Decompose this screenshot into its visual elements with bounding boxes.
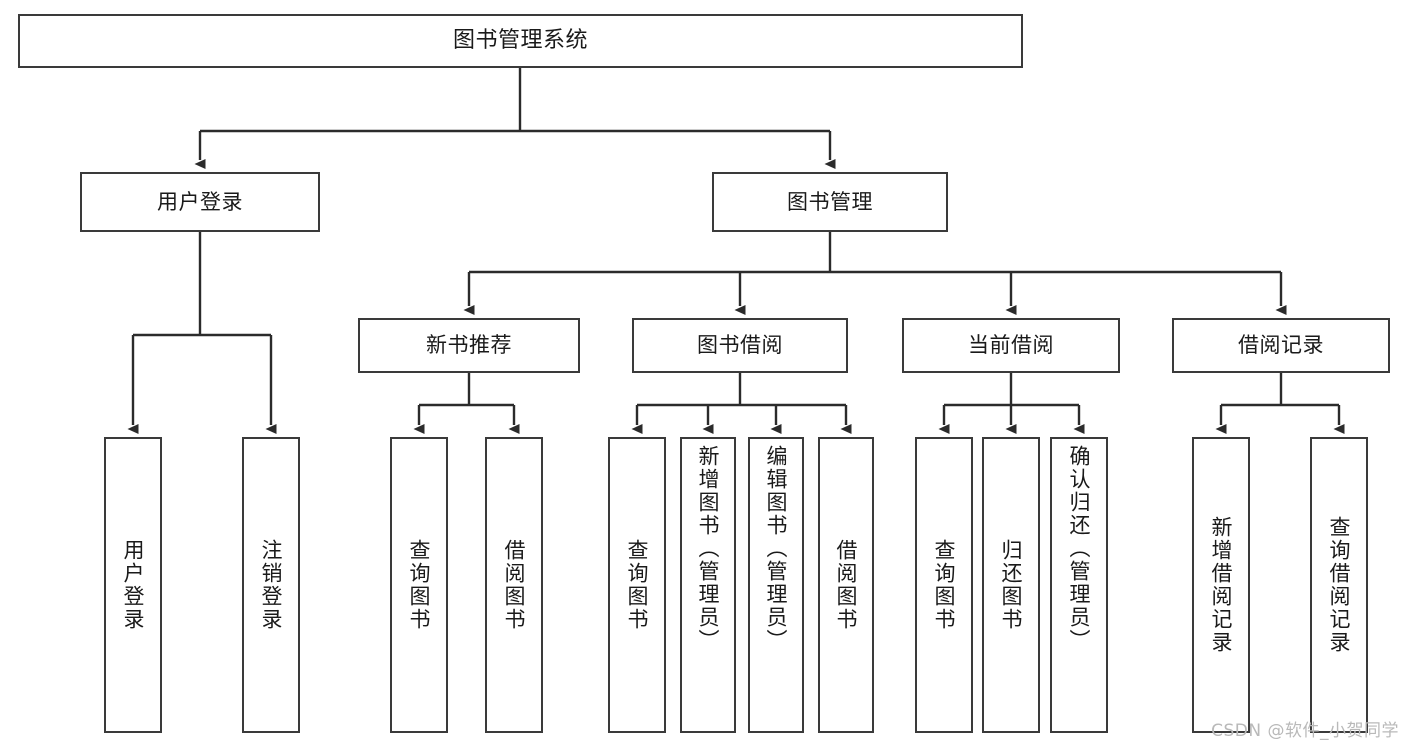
node-book-borrow[interactable]: 图书借阅 (632, 318, 848, 373)
node-current-borrow-label: 当前借阅 (968, 333, 1054, 358)
node-leaf-borrow-book[interactable]: 借阅图书 (818, 437, 874, 733)
node-new-book-rec-label: 新书推荐 (426, 333, 512, 358)
node-leaf-query-book-rec-label: 查询图书 (407, 539, 432, 631)
node-leaf-user-login-label: 用户登录 (121, 539, 146, 631)
node-leaf-query-borrow-record-label: 查询借阅记录 (1327, 516, 1352, 654)
node-leaf-return-book-label: 归还图书 (999, 539, 1024, 631)
node-borrow-record-label: 借阅记录 (1238, 333, 1324, 358)
node-leaf-edit-book[interactable]: 编辑图书（管理员） (748, 437, 804, 733)
node-leaf-add-borrow-record[interactable]: 新增借阅记录 (1192, 437, 1250, 733)
node-leaf-add-book-label: 新增图书（管理员） (696, 445, 721, 652)
node-leaf-user-logout[interactable]: 注销登录 (242, 437, 300, 733)
node-leaf-query-borrow-record[interactable]: 查询借阅记录 (1310, 437, 1368, 733)
node-leaf-borrow-book-rec[interactable]: 借阅图书 (485, 437, 543, 733)
node-leaf-confirm-return[interactable]: 确认归还（管理员） (1050, 437, 1108, 733)
node-leaf-edit-book-label: 编辑图书（管理员） (764, 445, 789, 652)
node-book-manage-label: 图书管理 (787, 189, 873, 214)
node-leaf-query-book-cur[interactable]: 查询图书 (915, 437, 973, 733)
node-current-borrow[interactable]: 当前借阅 (902, 318, 1120, 373)
node-leaf-query-book-rec[interactable]: 查询图书 (390, 437, 448, 733)
node-leaf-borrow-book-rec-label: 借阅图书 (502, 539, 527, 631)
node-new-book-rec[interactable]: 新书推荐 (358, 318, 580, 373)
node-user-login[interactable]: 用户登录 (80, 172, 320, 232)
node-leaf-query-book-borrow-label: 查询图书 (625, 539, 650, 631)
node-leaf-query-book-cur-label: 查询图书 (932, 539, 957, 631)
node-leaf-user-logout-label: 注销登录 (259, 539, 284, 631)
node-leaf-query-book-borrow[interactable]: 查询图书 (608, 437, 666, 733)
node-root-label: 图书管理系统 (452, 28, 588, 54)
node-leaf-borrow-book-label: 借阅图书 (834, 539, 859, 631)
node-leaf-user-login[interactable]: 用户登录 (104, 437, 162, 733)
node-root[interactable]: 图书管理系统 (18, 14, 1023, 68)
node-borrow-record[interactable]: 借阅记录 (1172, 318, 1390, 373)
node-leaf-add-borrow-record-label: 新增借阅记录 (1209, 516, 1234, 654)
node-book-borrow-label: 图书借阅 (697, 333, 783, 358)
node-leaf-return-book[interactable]: 归还图书 (982, 437, 1040, 733)
node-leaf-add-book[interactable]: 新增图书（管理员） (680, 437, 736, 733)
watermark: CSDN @软件_小贺同学 (1211, 721, 1399, 741)
node-user-login-label: 用户登录 (157, 189, 243, 214)
node-leaf-confirm-return-label: 确认归还（管理员） (1067, 445, 1092, 652)
node-book-manage[interactable]: 图书管理 (712, 172, 948, 232)
